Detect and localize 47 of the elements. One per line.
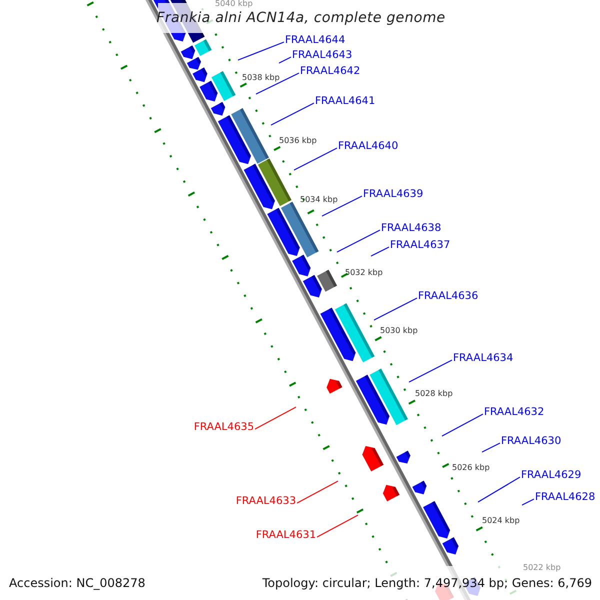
leader-line [482,442,500,453]
position-label: 5034 kbp [300,196,338,205]
leader-line [278,56,292,64]
gene-label: FRAAL4636 [418,290,478,302]
genome-info-text: Topology: circular; Length: 7,497,934 bp; Genes: 6,769 [262,576,592,590]
position-label: 5028 kbp [415,390,453,399]
leader-line [316,514,358,538]
position-label: 5030 kbp [380,327,418,336]
gene-label: FRAAL4643 [292,49,352,62]
leader-line [238,42,284,61]
gene-label: FRAAL4640 [338,140,398,152]
gene-label: FRAAL4634 [453,352,514,364]
position-label: 5040 kbp [215,0,253,9]
gene-label: FRAAL4638 [381,222,442,234]
leader-line [478,476,520,503]
gene-label: FRAAL4629 [521,469,582,482]
leader-line [294,148,338,171]
position-label: 5026 kbp [452,464,490,473]
gene-label: FRAAL4639 [363,188,424,200]
leader-line [336,230,380,253]
position-label: 5038 kbp [242,74,280,83]
position-label: 5032 kbp [345,269,383,278]
leader-line [322,196,362,217]
leader-line [522,498,534,506]
leader-line [374,298,418,321]
leader-line [408,360,452,383]
position-label: 5024 kbp [482,517,520,526]
gene-label: FRAAL4644 [285,34,346,46]
leader-line [370,246,390,257]
gene-label: FRAAL4628 [535,491,596,504]
gene-label: FRAAL4642 [300,65,360,78]
leader-line [270,102,314,126]
gene-label: FRAAL4641 [315,95,376,108]
leader-line [256,72,300,95]
leader-line [442,414,484,437]
genome-info-text: Accession: NC_008278 [9,576,146,590]
gene-label: FRAAL4633 [236,495,296,508]
gene-label: FRAAL4635 [194,421,254,434]
gene-label: FRAAL4632 [484,406,544,418]
gene-label: FRAAL4631 [256,529,316,542]
position-label: 5036 kbp [279,137,317,146]
diagram-title: Frankia alni ACN14a, complete genome [156,10,446,26]
leader-line [296,480,338,504]
gene-label: FRAAL4637 [390,239,450,252]
gene-label: FRAAL4630 [501,435,562,448]
position-label: 5022 kbp [523,564,561,573]
leader-line [254,406,296,430]
